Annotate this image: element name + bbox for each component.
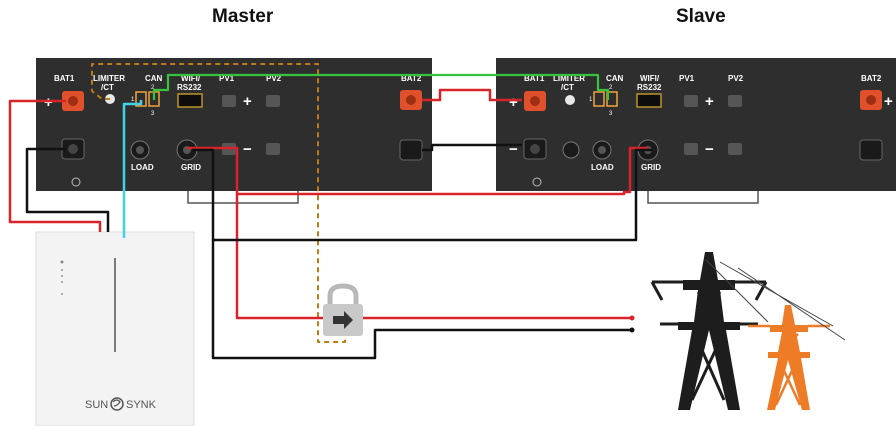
slave-bat2-label: BAT2 — [861, 74, 882, 83]
master-grid-neutral-cable — [192, 148, 630, 360]
slave-bat2-negative-terminal — [859, 139, 883, 161]
slave-pv1-neg-connector — [684, 143, 698, 155]
master-pv1-connector — [222, 95, 236, 107]
master-can-port-a — [135, 91, 147, 107]
master-pv-minus-symbol: − — [243, 141, 252, 158]
parallel-negative-cable — [422, 143, 522, 152]
slave-ct-label: /CT — [561, 83, 574, 92]
battery-negative-cable — [25, 147, 110, 232]
slave-rs232-label: RS232 — [637, 83, 662, 92]
slave-can-pin-3: 3 — [609, 111, 613, 117]
master-wifi-port — [177, 93, 203, 108]
sunsynk-logo-icon — [110, 397, 124, 411]
slave-pv2-label: PV2 — [728, 74, 744, 83]
master-can-label: CAN — [145, 74, 163, 83]
master-bat1-plus-symbol: + — [44, 94, 53, 111]
master-load-label: LOAD — [131, 163, 154, 172]
battery-positive-cable — [8, 99, 102, 232]
slave-limiter-label: LIMITER — [553, 74, 585, 83]
master-pv2-label: PV2 — [266, 74, 282, 83]
slave-load-label: LOAD — [591, 163, 614, 172]
master-title: Master — [212, 6, 274, 27]
master-pv2-neg-connector — [266, 143, 280, 155]
parallel-positive-cable — [422, 88, 522, 102]
slave-pv1-connector — [684, 95, 698, 107]
slave-ground-icon — [532, 177, 542, 187]
slave-pv-plus-symbol: + — [705, 93, 714, 110]
master-bat2-negative-terminal — [399, 139, 423, 161]
slave-bat2-plus-symbol: + — [884, 93, 893, 110]
slave-can-port-a — [593, 91, 605, 107]
slave-bat1-label: BAT1 — [524, 74, 545, 83]
slave-wifi-label: WIFI/ — [640, 74, 660, 83]
slave-limiter-port — [565, 95, 575, 105]
slave-pv2-connector — [728, 95, 742, 107]
slave-bat1-minus-symbol: − — [509, 141, 518, 158]
slave-can-label: CAN — [606, 74, 624, 83]
master-pv2-connector — [266, 95, 280, 107]
wiring — [8, 63, 652, 360]
slave-can-pin-2: 2 — [609, 85, 613, 91]
master-limiter-label: LIMITER — [93, 74, 125, 83]
master-inverter-panel: BAT1 LIMITER /CT CAN WIFI/ RS232 PV1 PV2… — [36, 58, 432, 204]
master-can-pin-1: 1 — [131, 97, 135, 103]
transmission-tower-icon — [650, 252, 846, 410]
slave-can-pin-1: 1 — [589, 97, 593, 103]
slave-pv-minus-symbol: − — [705, 141, 714, 158]
can-link-cable — [152, 73, 610, 100]
master-wifi-label: WIFI/ — [181, 74, 201, 83]
slave-pv2-neg-connector — [728, 143, 742, 155]
master-grid-live-cable — [187, 146, 630, 320]
master-pv-plus-symbol: + — [243, 93, 252, 110]
slave-inverter-panel: BAT1 LIMITER /CT CAN WIFI/ RS232 PV1 PV2… — [496, 58, 896, 204]
master-pv1-label: PV1 — [219, 74, 235, 83]
slave-grid-live-cable — [237, 146, 648, 196]
master-bat2-label: BAT2 — [401, 74, 422, 83]
slave-wifi-port — [636, 93, 662, 108]
ct-sensor-cable — [91, 63, 346, 343]
master-bat1-label: BAT1 — [54, 74, 75, 83]
master-can-pin-3: 3 — [151, 111, 155, 117]
master-ct-label: /CT — [101, 83, 114, 92]
master-can-pin-2: 2 — [151, 85, 155, 91]
master-rs232-label: RS232 — [177, 83, 202, 92]
slave-grid-neutral-cable — [213, 148, 652, 242]
sunsynk-battery: SUN SYNK — [35, 231, 195, 426]
slave-title: Slave — [676, 6, 726, 27]
slave-bat1-plus-symbol: + — [509, 94, 518, 111]
slave-pv1-label: PV1 — [679, 74, 695, 83]
padlock-arrow-icon — [323, 283, 363, 336]
slave-aux-port — [562, 141, 580, 159]
battery-brand-left: SUN — [85, 399, 108, 411]
battery-bms-cable — [122, 100, 143, 238]
slave-grid-label: GRID — [641, 163, 661, 172]
master-ground-icon — [71, 177, 81, 187]
battery-brand-right: SYNK — [126, 399, 157, 411]
master-grid-label: GRID — [181, 163, 201, 172]
